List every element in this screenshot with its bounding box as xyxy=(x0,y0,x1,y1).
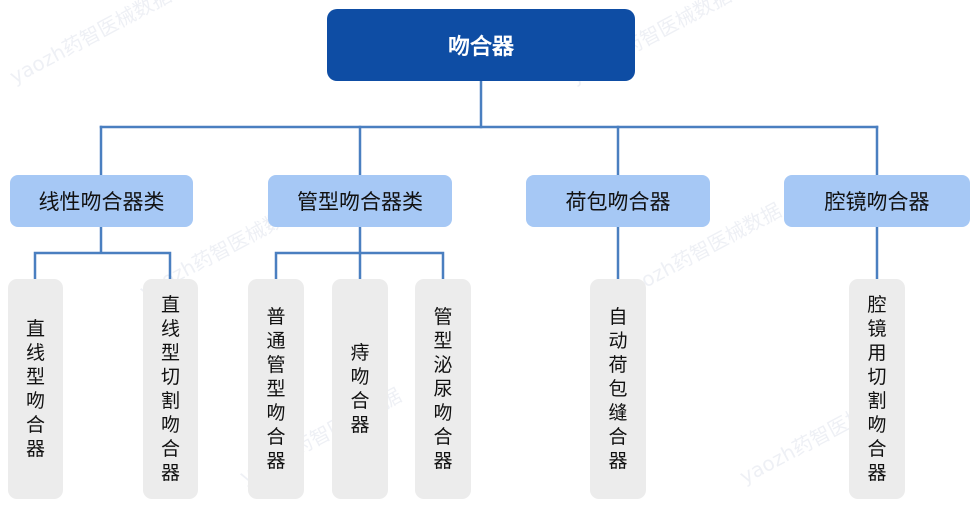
connector-cat-1-children xyxy=(33,225,172,281)
category-node-endoscopic: 腔镜吻合器 xyxy=(784,175,970,227)
leaf-label: 痔吻合器 xyxy=(350,342,370,436)
root-node: 吻合器 xyxy=(327,9,635,81)
leaf-label: 自动荷包缝合器 xyxy=(608,306,628,472)
leaf-label: 腔镜用切割吻合器 xyxy=(867,294,887,484)
leaf-node-circular-stapler: 普通管型吻合器 xyxy=(248,279,304,499)
leaf-node-purse-string-suturer: 自动荷包缝合器 xyxy=(590,279,646,499)
leaf-node-endoscopic-cutter-stapler: 腔镜用切割吻合器 xyxy=(849,279,905,499)
category-node-circular: 管型吻合器类 xyxy=(268,175,452,227)
leaf-label: 直线型吻合器 xyxy=(25,318,45,460)
category-node-linear: 线性吻合器类 xyxy=(10,175,193,227)
leaf-node-linear-stapler: 直线型吻合器 xyxy=(8,279,63,499)
leaf-node-hemorrhoid-stapler: 痔吻合器 xyxy=(332,279,388,499)
leaf-node-urology-circular-stapler: 管型泌尿吻合器 xyxy=(415,279,471,499)
leaf-label: 直线型切割吻合器 xyxy=(160,294,180,484)
category-label: 荷包吻合器 xyxy=(565,190,671,214)
category-label: 线性吻合器类 xyxy=(38,190,165,214)
category-node-purse-string: 荷包吻合器 xyxy=(526,175,710,227)
leaf-node-linear-cutter-stapler: 直线型切割吻合器 xyxy=(143,279,198,499)
connector-cat-2-children xyxy=(274,225,445,281)
category-label: 腔镜吻合器 xyxy=(824,190,930,214)
category-label: 管型吻合器类 xyxy=(297,190,423,214)
leaf-label: 管型泌尿吻合器 xyxy=(433,306,453,472)
root-label: 吻合器 xyxy=(447,35,514,60)
leaf-label: 普通管型吻合器 xyxy=(266,306,286,472)
